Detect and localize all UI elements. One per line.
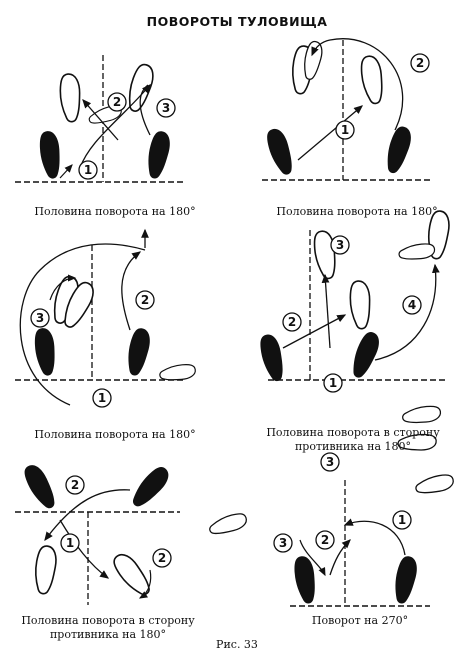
svg-text:2: 2 xyxy=(321,533,329,547)
caption-panel-3: Половина поворота на 180° xyxy=(34,428,196,441)
caption-panel-1: Половина поворота на 180° xyxy=(34,205,196,218)
svg-text:4: 4 xyxy=(408,298,416,312)
svg-text:1: 1 xyxy=(329,376,337,390)
svg-text:2: 2 xyxy=(141,293,149,307)
figure-label: Рис. 33 xyxy=(216,638,258,651)
svg-text:1: 1 xyxy=(66,536,74,550)
page-title: ПОВОРОТЫ ТУЛОВИЩА xyxy=(146,14,328,29)
panel-3: 2 3 1 xyxy=(15,228,198,408)
foot-black xyxy=(37,129,64,180)
caption-panel-5: Половина поворота в сторону противника н… xyxy=(21,614,195,641)
panel-1: 2 3 1 xyxy=(15,55,185,183)
svg-text:2: 2 xyxy=(288,315,296,329)
svg-text:1: 1 xyxy=(98,391,106,405)
svg-text:3: 3 xyxy=(326,455,334,469)
svg-text:3: 3 xyxy=(336,238,344,252)
svg-text:3: 3 xyxy=(279,536,287,550)
caption-panel-6: Поворот на 270° xyxy=(311,614,409,627)
svg-text:2: 2 xyxy=(71,478,79,492)
caption-panel-4: Половина поворота в сторону противника н… xyxy=(266,426,440,453)
panel-4: 3 2 4 1 xyxy=(256,209,452,393)
svg-text:1: 1 xyxy=(341,123,349,137)
svg-text:2: 2 xyxy=(416,56,424,70)
svg-text:3: 3 xyxy=(162,101,170,115)
panel-2: 2 1 xyxy=(262,38,430,181)
foot-black xyxy=(144,129,173,181)
foot-white xyxy=(57,72,84,124)
svg-text:3: 3 xyxy=(36,311,44,325)
svg-text:2: 2 xyxy=(113,95,121,109)
svg-text:2: 2 xyxy=(158,551,166,565)
caption-panel-2: Половина поворота на 180° xyxy=(276,205,438,218)
panel-5: 2 1 2 xyxy=(15,461,250,605)
svg-text:1: 1 xyxy=(398,513,406,527)
panel-6: 3 1 2 3 xyxy=(273,403,456,607)
svg-text:1: 1 xyxy=(84,163,92,177)
